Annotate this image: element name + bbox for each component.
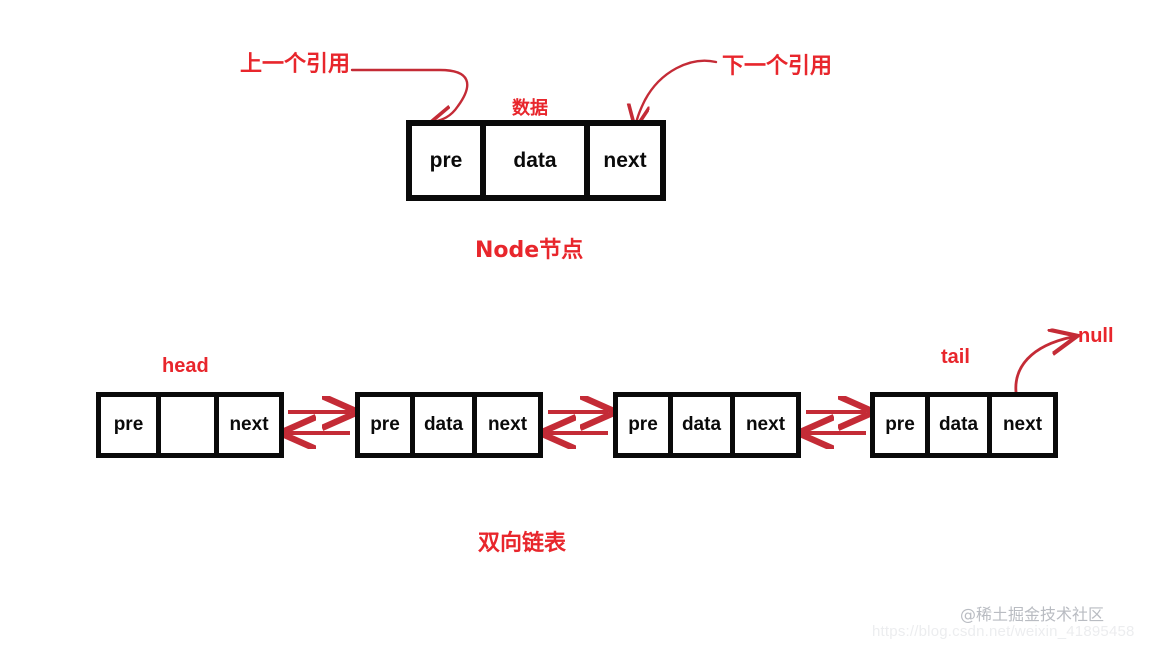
list-node-cell-next: next bbox=[735, 397, 796, 453]
list-node-cell-data: data bbox=[415, 397, 477, 453]
list-node-cell-pre: pre bbox=[360, 397, 415, 453]
list-node-cell-next: next bbox=[477, 397, 538, 453]
list-node-cell-next: next bbox=[219, 397, 279, 453]
list-node-cell-data: data bbox=[673, 397, 735, 453]
community-watermark: @稀土掘金技术社区 bbox=[960, 605, 1105, 624]
list-node-2: pre data next bbox=[355, 392, 543, 458]
prev-ref-callout-arrow bbox=[350, 68, 469, 122]
next-reference-label: 下一个引用 bbox=[722, 54, 833, 79]
list-node-cell-data: data bbox=[930, 397, 992, 453]
list-node-cell-pre: pre bbox=[875, 397, 930, 453]
list-node-cell-next: next bbox=[992, 397, 1053, 453]
next-ref-callout-arrow bbox=[636, 59, 718, 124]
list-node-tail: pre data next bbox=[870, 392, 1058, 458]
list-node-cell-pre: pre bbox=[618, 397, 673, 453]
url-watermark: https://blog.csdn.net/weixin_41895458 bbox=[872, 623, 1135, 640]
data-label: 数据 bbox=[512, 98, 548, 119]
node-title-label: Node节点 bbox=[475, 238, 584, 263]
node-cell-next: next bbox=[590, 126, 660, 195]
list-node-head: pre next bbox=[96, 392, 284, 458]
node-structure-box: pre data next bbox=[406, 120, 666, 201]
list-node-3: pre data next bbox=[613, 392, 801, 458]
tail-label: tail bbox=[941, 346, 970, 368]
node-cell-data: data bbox=[486, 126, 590, 195]
list-node-cell-pre: pre bbox=[101, 397, 161, 453]
link-arrow-1 bbox=[288, 412, 350, 433]
null-label: null bbox=[1078, 325, 1114, 347]
link-arrow-2 bbox=[548, 412, 608, 433]
prev-reference-label: 上一个引用 bbox=[240, 52, 351, 77]
head-label: head bbox=[162, 355, 209, 377]
node-cell-pre: pre bbox=[412, 126, 486, 195]
link-arrow-3 bbox=[806, 412, 866, 433]
tail-null-arrow bbox=[1014, 337, 1072, 394]
list-node-cell-data bbox=[161, 397, 219, 453]
list-title-label: 双向链表 bbox=[478, 531, 567, 556]
